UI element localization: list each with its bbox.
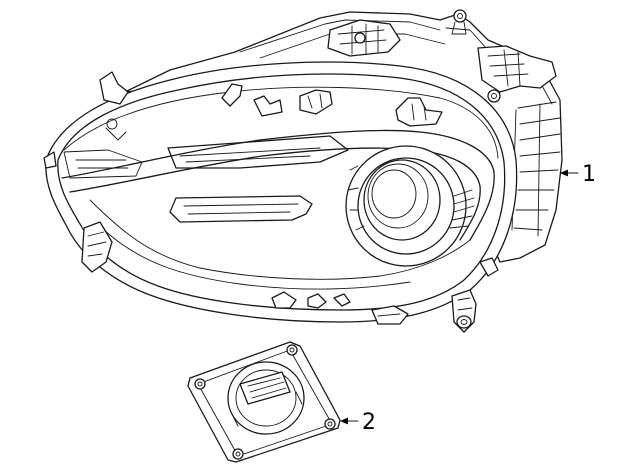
module-bolt [194, 378, 206, 390]
headlamp-assembly [43, 9, 563, 333]
lower-light-bar [169, 195, 313, 223]
control-module [187, 341, 341, 463]
lower-left-bracket [81, 221, 113, 273]
callout-arrow [340, 417, 348, 425]
drl-light-guide [61, 129, 495, 241]
callout-2: 2 [340, 410, 376, 435]
turn-signal-slot [167, 135, 349, 169]
module-bolt [286, 344, 298, 356]
module-bolt [324, 418, 336, 430]
upper-clips [105, 83, 443, 141]
lens-inner-edge [57, 73, 506, 311]
projector-lens [345, 145, 475, 267]
side-mount-bracket [477, 45, 557, 103]
lower-right-bracket [451, 289, 477, 333]
callout-number-2: 2 [362, 410, 376, 435]
module-bolt [232, 448, 244, 460]
callout-arrow [560, 169, 568, 177]
top-mount-bracket [327, 9, 467, 57]
bottom-clips [271, 291, 409, 325]
callout-number-1: 1 [582, 162, 596, 187]
callout-1: 1 [560, 162, 596, 187]
